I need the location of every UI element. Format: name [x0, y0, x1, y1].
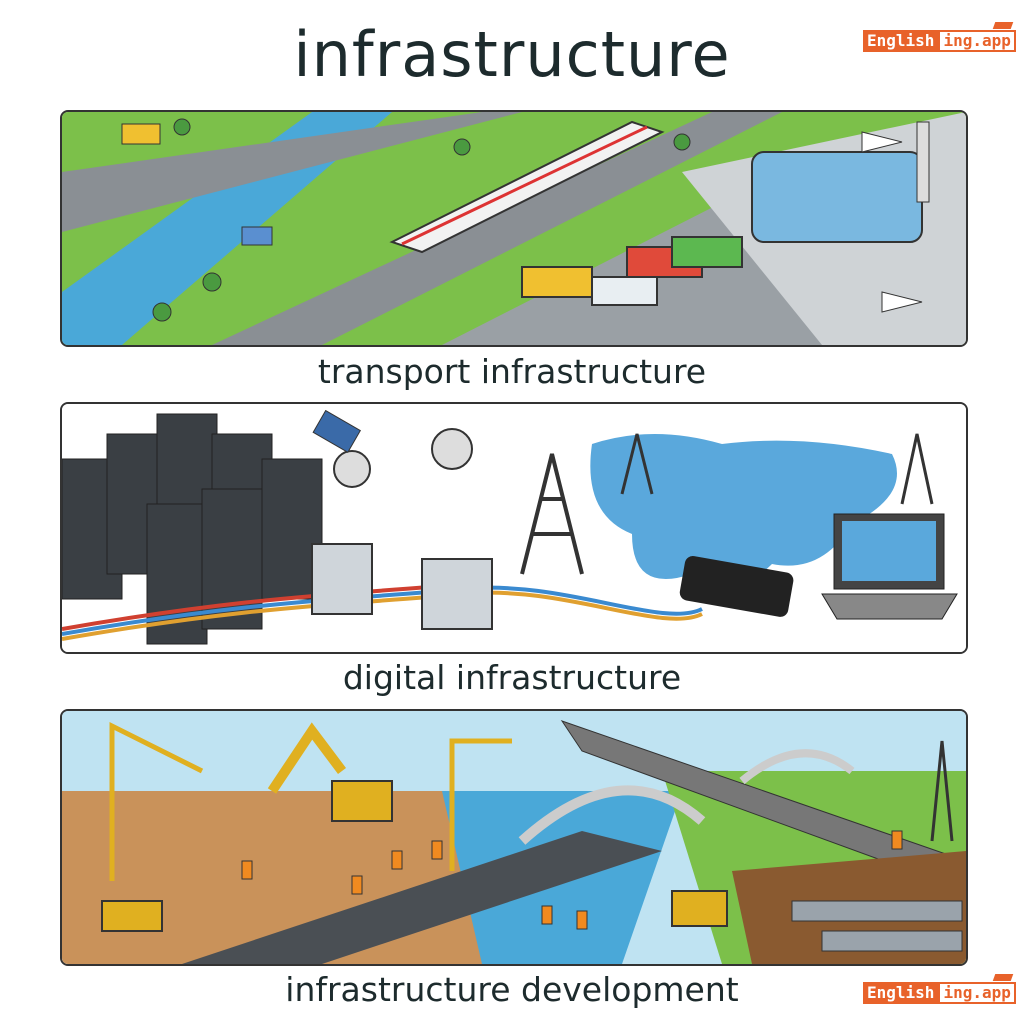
development-illustration [60, 709, 968, 966]
brand-logo-top[interactable]: English ing.app [863, 22, 1016, 52]
brand-logo-bottom[interactable]: English ing.app [863, 974, 1016, 1004]
graduation-cap-icon [992, 22, 1014, 29]
page-title: infrastructure [293, 18, 731, 91]
caption-transport: transport infrastructure [317, 352, 707, 391]
logo-part2: ing.app [938, 974, 1016, 1004]
logo-part1: English [863, 30, 939, 52]
graduation-cap-icon [992, 974, 1014, 981]
digital-illustration [60, 402, 968, 654]
caption-digital: digital infrastructure [342, 658, 682, 697]
transport-illustration [60, 110, 968, 347]
caption-development: infrastructure development [285, 970, 739, 1009]
logo-part2: ing.app [938, 22, 1016, 52]
logo-part1: English [863, 982, 939, 1004]
